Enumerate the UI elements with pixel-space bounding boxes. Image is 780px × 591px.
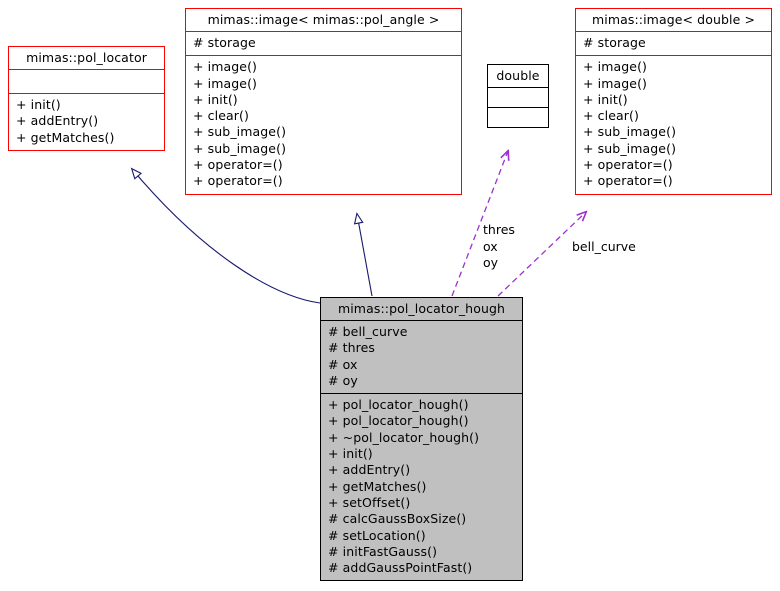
class-member: + sub_image() <box>193 140 287 156</box>
class-attributes-compartment: # storage <box>576 31 771 55</box>
class-attributes-compartment: # storage <box>186 31 461 55</box>
class-member: # bell_curve <box>328 324 408 339</box>
class-box-image-pol-angle[interactable]: mimas::image< mimas::pol_angle > # stora… <box>185 8 462 195</box>
class-member: # storage <box>193 35 256 50</box>
class-member: + operator=() <box>583 173 673 189</box>
class-member: + operator=() <box>193 157 283 173</box>
class-member: + addEntry() <box>16 113 99 129</box>
class-member: + image() <box>193 75 258 91</box>
class-member: + init() <box>328 446 373 462</box>
class-member: + setOffset() <box>328 494 411 510</box>
class-member: + addEntry() <box>328 462 411 478</box>
class-title-compartment: mimas::pol_locator <box>9 47 164 69</box>
class-member: + ~pol_locator_hough() <box>328 429 480 445</box>
class-member: + pol_locator_hough() <box>328 413 469 429</box>
class-box-pol-locator-hough[interactable]: mimas::pol_locator_hough # bell_curve # … <box>320 297 523 582</box>
class-box-image-double[interactable]: mimas::image< double > # storage + image… <box>575 8 772 195</box>
class-member: # setLocation() <box>328 527 426 543</box>
class-operations-compartment <box>488 107 548 127</box>
class-member: + image() <box>583 75 648 91</box>
class-operations-compartment: + image() + image() + init() + clear() +… <box>576 55 771 193</box>
class-member: + init() <box>193 91 238 107</box>
class-operations-compartment: + init() + addEntry() + getMatches() <box>9 93 164 150</box>
edge-inherit-image-pol-angle <box>353 212 373 297</box>
edge-label-double-usage: thres ox oy <box>483 222 515 270</box>
class-title-compartment: double <box>488 65 548 87</box>
class-member: # initFastGauss() <box>328 543 438 559</box>
class-name-image-pol-angle: mimas::image< mimas::pol_angle > <box>207 12 440 27</box>
class-member: + sub_image() <box>583 140 677 156</box>
class-member: + init() <box>583 91 628 107</box>
class-member: + sub_image() <box>583 124 677 140</box>
class-member: + clear() <box>583 108 639 124</box>
class-title-compartment: mimas::image< mimas::pol_angle > <box>186 9 461 31</box>
class-name-double: double <box>496 68 540 83</box>
class-member: + clear() <box>193 108 249 124</box>
class-member: # ox <box>328 356 358 372</box>
class-box-pol-locator[interactable]: mimas::pol_locator + init() + addEntry()… <box>8 46 165 151</box>
class-member: # oy <box>328 372 358 388</box>
edge-label-bell-curve: bell_curve <box>572 239 636 254</box>
class-member: + image() <box>193 59 258 75</box>
class-name-pol-locator-hough: mimas::pol_locator_hough <box>337 301 506 316</box>
class-attributes-compartment <box>9 69 164 93</box>
class-member: # addGaussPointFast() <box>328 560 473 576</box>
class-name-image-double: mimas::image< double > <box>591 12 756 27</box>
class-member: + image() <box>583 59 648 75</box>
class-name-pol-locator: mimas::pol_locator <box>26 50 147 65</box>
class-operations-compartment: + pol_locator_hough() + pol_locator_houg… <box>321 393 522 580</box>
class-member: # calcGaussBoxSize() <box>328 511 467 527</box>
class-box-double[interactable]: double <box>487 64 549 128</box>
class-member: + pol_locator_hough() <box>328 397 469 413</box>
class-member: # thres <box>328 340 376 356</box>
class-title-compartment: mimas::image< double > <box>576 9 771 31</box>
class-attributes-compartment <box>488 87 548 107</box>
class-member: + operator=() <box>583 157 673 173</box>
class-member: # storage <box>583 35 646 50</box>
class-attributes-compartment: # bell_curve # thres # ox # oy <box>321 320 522 393</box>
class-member: + init() <box>16 97 61 112</box>
class-operations-compartment: + image() + image() + init() + clear() +… <box>186 55 461 193</box>
class-member: + getMatches() <box>16 129 115 145</box>
class-member: + operator=() <box>193 173 283 189</box>
class-member: + getMatches() <box>328 478 427 494</box>
class-title-compartment: mimas::pol_locator_hough <box>321 298 522 320</box>
class-member: + sub_image() <box>193 124 287 140</box>
